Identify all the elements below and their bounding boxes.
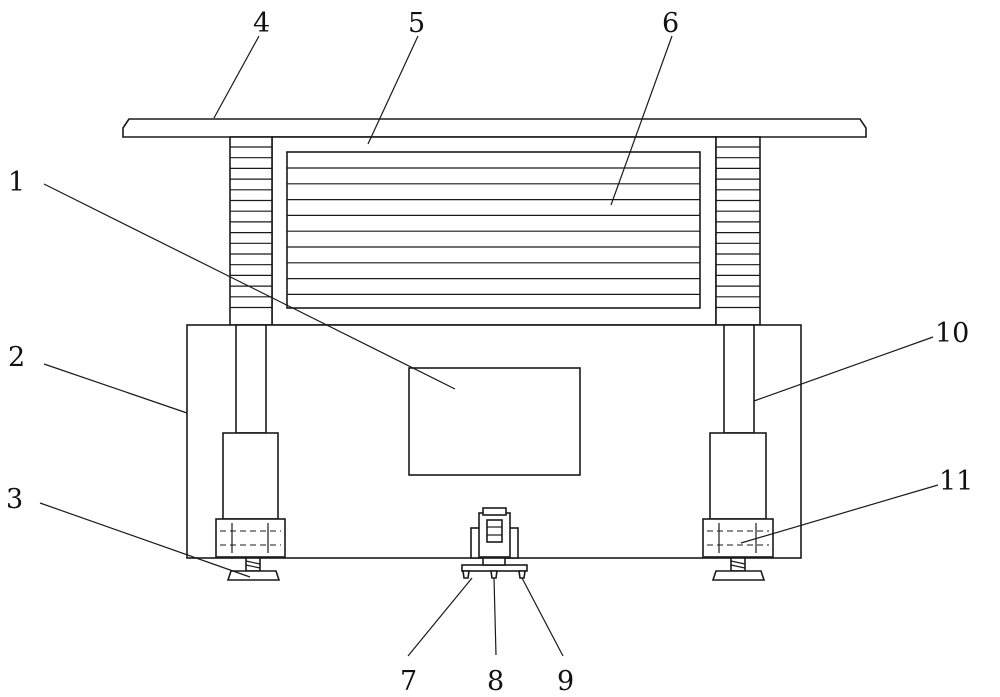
label-5: 5 bbox=[408, 8, 425, 39]
top-cover-plate bbox=[123, 119, 866, 137]
label-6: 6 bbox=[662, 8, 679, 39]
right-shock-block bbox=[703, 519, 773, 557]
left-foot-screw bbox=[246, 558, 260, 571]
right-foot-pad bbox=[713, 571, 764, 580]
left-piston-rod bbox=[236, 325, 266, 433]
label-7: 7 bbox=[400, 666, 417, 697]
label-3: 3 bbox=[6, 484, 23, 515]
label-2: 2 bbox=[8, 342, 25, 373]
left-shock-block bbox=[216, 519, 285, 557]
right-cylinder bbox=[710, 433, 766, 519]
right-foot-screw bbox=[731, 558, 745, 571]
right-piston-rod bbox=[724, 325, 754, 433]
louver-panel bbox=[287, 152, 700, 308]
label-4: 4 bbox=[253, 8, 270, 39]
label-8: 8 bbox=[487, 666, 504, 697]
left-cylinder bbox=[223, 433, 278, 519]
control-box bbox=[409, 368, 580, 475]
label-1: 1 bbox=[8, 167, 25, 198]
label-11: 11 bbox=[939, 466, 973, 497]
label-9: 9 bbox=[557, 666, 574, 697]
spray-head bbox=[462, 558, 527, 578]
label-10: 10 bbox=[935, 318, 969, 349]
